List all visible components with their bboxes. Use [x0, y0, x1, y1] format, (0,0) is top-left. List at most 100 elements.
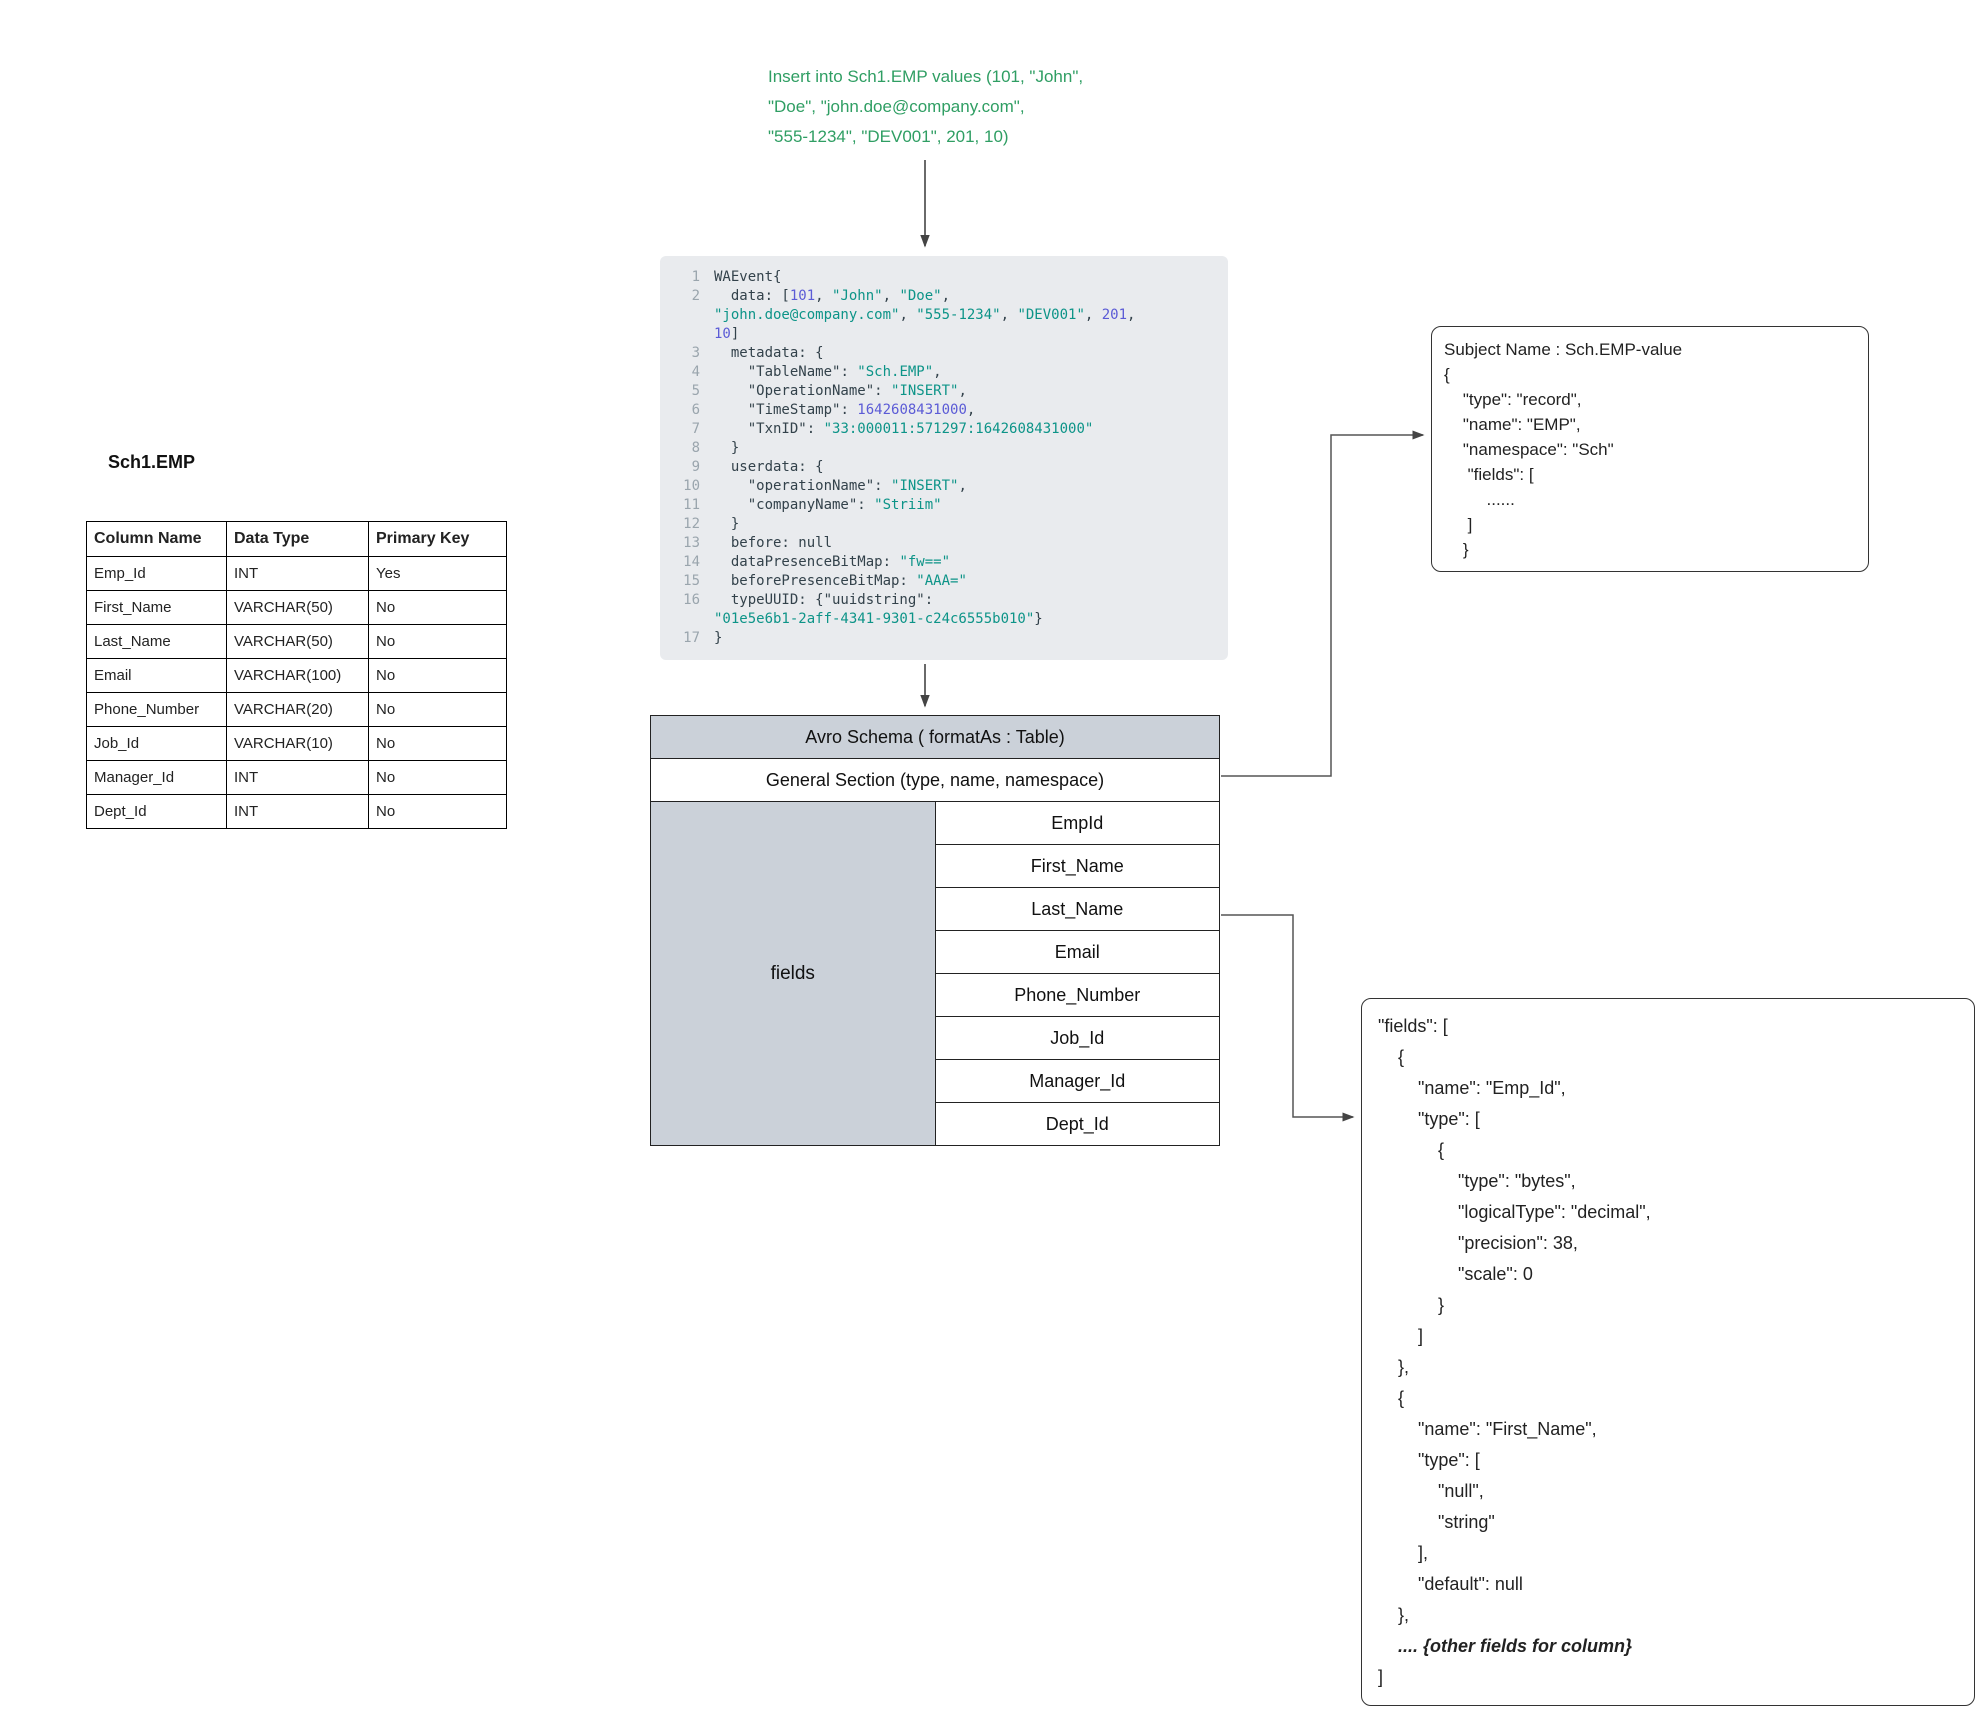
table-cell: INT [226, 760, 369, 795]
other-fields-note: .... {other fields for column} [1378, 1636, 1633, 1656]
fields-box-closing: ] [1378, 1667, 1384, 1687]
table-cell: Dept_Id [86, 794, 227, 829]
code-line: 10] [674, 325, 1214, 344]
table-cell: Last_Name [86, 624, 227, 659]
code-text: "TimeStamp": 1642608431000, [747, 402, 976, 418]
text-line: }, [1378, 1605, 1410, 1625]
text-line: "type": "record", [1444, 390, 1582, 409]
line-number: 8 [691, 440, 700, 456]
text-line: ] [1378, 1326, 1424, 1346]
text-line: ], [1378, 1543, 1429, 1563]
line-number: 6 [691, 402, 700, 418]
line-number: 11 [683, 497, 700, 513]
code-line: 9 userdata: { [674, 458, 1214, 477]
fields-box-content: "fields": [ { "name": "Emp_Id", "type": … [1378, 1011, 1958, 1631]
avro-field-cell: Last_Name [934, 887, 1220, 931]
text-line: "precision": 38, [1378, 1233, 1578, 1253]
code-text: } [714, 630, 723, 646]
line-number: 15 [683, 573, 700, 589]
table-cell: VARCHAR(20) [226, 692, 369, 727]
table-cell: No [368, 760, 507, 795]
text-line: } [1444, 540, 1469, 559]
code-line: 12 } [674, 515, 1214, 534]
line-number: 14 [683, 554, 700, 570]
avro-general-section: General Section (type, name, namespace) [650, 758, 1220, 802]
line-number: 1 [691, 269, 700, 285]
avro-field-row: Manager_Id [651, 1059, 1220, 1103]
text-line: "name": "First_Name", [1378, 1419, 1597, 1439]
text-line: "name": "Emp_Id", [1378, 1078, 1566, 1098]
code-text: dataPresenceBitMap: "fw==" [714, 554, 951, 570]
code-text: "operationName": "INSERT", [747, 478, 967, 494]
code-line: 13 before: null [674, 534, 1214, 553]
code-text: typeUUID: {"uuidstring": [714, 592, 934, 608]
text-line: "logicalType": "decimal", [1378, 1202, 1651, 1222]
text-line: "string" [1378, 1512, 1495, 1532]
text-line: { [1378, 1388, 1405, 1408]
code-text: beforePresenceBitMap: "AAA=" [714, 573, 967, 589]
emp-col-header: Data Type [226, 521, 369, 557]
avro-field-row: Dept_Id [651, 1102, 1220, 1146]
code-line: 5 "OperationName": "INSERT", [674, 382, 1214, 401]
text-line: "type": "bytes", [1378, 1171, 1576, 1191]
insert-statement-line: "Doe", "john.doe@company.com", [768, 97, 1025, 116]
subject-name-box: Subject Name : Sch.EMP-value { "type": "r… [1431, 326, 1869, 572]
code-line: 14 dataPresenceBitMap: "fw==" [674, 553, 1214, 572]
avro-field-cell: Job_Id [934, 1016, 1220, 1060]
code-text: before: null [714, 535, 833, 551]
text-line: "null", [1378, 1481, 1484, 1501]
line-number: 5 [691, 383, 700, 399]
table-cell: VARCHAR(10) [226, 726, 369, 761]
avro-field-cell: EmpId [934, 801, 1220, 845]
insert-statement-line: Insert into Sch1.EMP values (101, "John"… [768, 67, 1084, 86]
avro-field-cell: Dept_Id [934, 1102, 1220, 1146]
line-number: 3 [691, 345, 700, 361]
code-line: 10 "operationName": "INSERT", [674, 477, 1214, 496]
text-line: Subject Name : Sch.EMP-value [1444, 340, 1683, 359]
code-line: 3 metadata: { [674, 344, 1214, 363]
line-number [674, 306, 700, 325]
code-line: 15 beforePresenceBitMap: "AAA=" [674, 572, 1214, 591]
insert-statement: Insert into Sch1.EMP values (101, "John"… [768, 62, 1083, 152]
code-line: "john.doe@company.com", "555-1234", "DEV… [674, 306, 1214, 325]
avro-field-row: Email [651, 930, 1220, 974]
avro-field-cell: Manager_Id [934, 1059, 1220, 1103]
table-cell: First_Name [86, 590, 227, 625]
code-line: "01e5e6b1-2aff-4341-9301-c24c6555b010"} [674, 610, 1214, 629]
avro-field-cell: Phone_Number [934, 973, 1220, 1017]
text-line: "default": null [1378, 1574, 1523, 1594]
emp-col-header: Primary Key [368, 521, 507, 557]
text-line: "name": "EMP", [1444, 415, 1581, 434]
table-cell: No [368, 794, 507, 829]
text-line: "scale": 0 [1378, 1264, 1533, 1284]
table-cell: No [368, 658, 507, 693]
avro-schema-title: Avro Schema ( formatAs : Table) [650, 715, 1220, 759]
line-number [674, 325, 700, 344]
code-line: 7 "TxnID": "33:000011:571297:16426084310… [674, 420, 1214, 439]
line-number: 10 [683, 478, 700, 494]
avro-fields-label: fields [650, 801, 936, 1146]
connector-general-to-subject [1221, 430, 1425, 777]
connector-fields-to-fieldsbox [1221, 914, 1355, 1122]
code-text: "companyName": "Striim" [747, 497, 942, 513]
table-cell: Email [86, 658, 227, 693]
code-line: 6 "TimeStamp": 1642608431000, [674, 401, 1214, 420]
code-text: "john.doe@company.com", "555-1234", "DEV… [714, 307, 1136, 323]
text-line: { [1444, 365, 1450, 384]
avro-field-row: First_Name [651, 844, 1220, 888]
table-cell: No [368, 692, 507, 727]
code-line: 4 "TableName": "Sch.EMP", [674, 363, 1214, 382]
line-number [674, 610, 700, 629]
code-text: data: [101, "John", "Doe", [714, 288, 951, 304]
table-cell: No [368, 590, 507, 625]
emp-col-header: Column Name [86, 521, 227, 557]
insert-statement-line: "555-1234", "DEV001", 201, 10) [768, 127, 1009, 146]
text-line: "namespace": "Sch" [1444, 440, 1614, 459]
